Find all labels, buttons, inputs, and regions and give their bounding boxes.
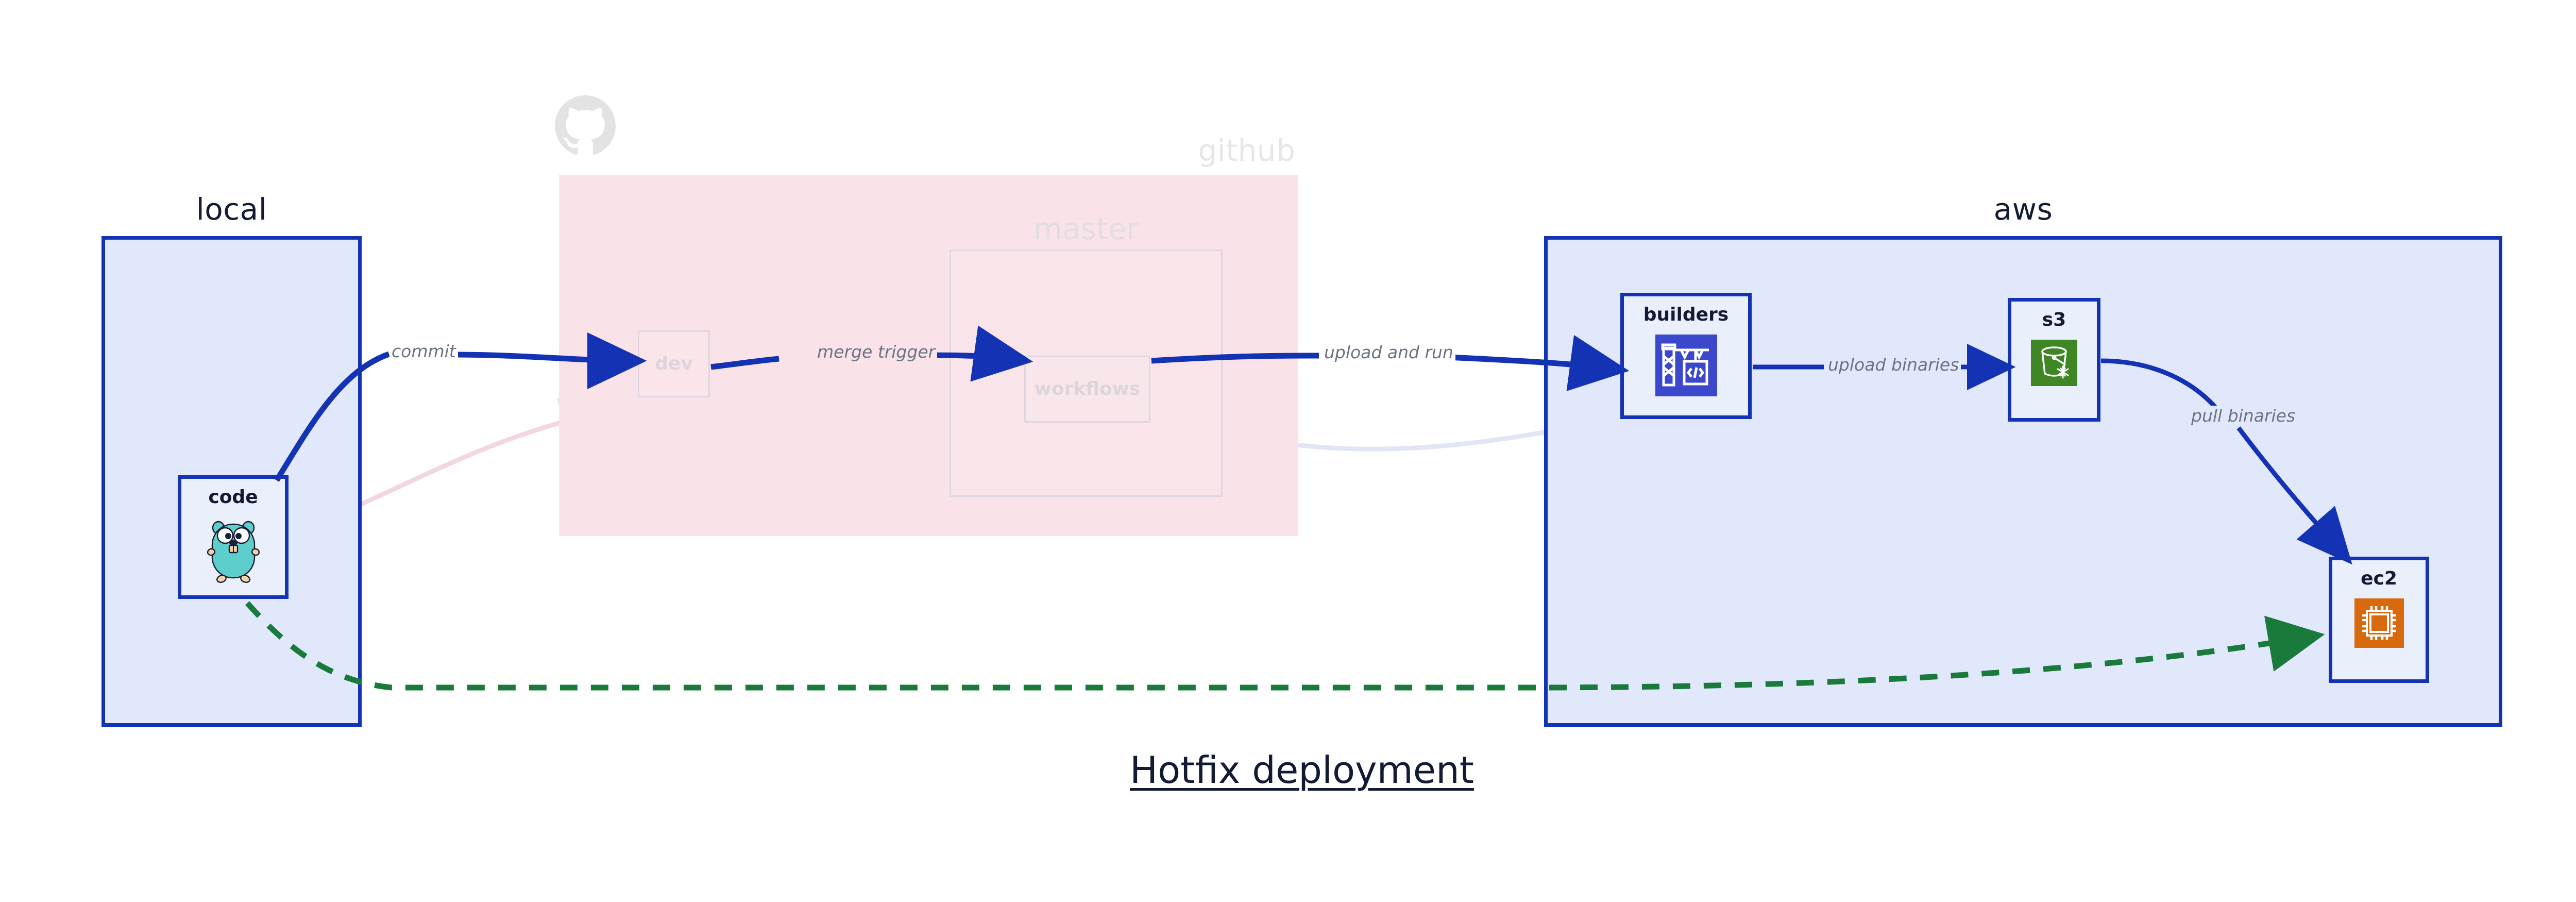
subcluster-master-title: master [1033, 211, 1139, 246]
edge-pull-binaries-tail [2236, 426, 2352, 565]
node-code-label: code [208, 487, 258, 508]
edge-label-merge-trigger: merge trigger [815, 342, 938, 362]
node-dev[interactable]: dev [638, 330, 710, 397]
edge-commit-tail [451, 332, 647, 389]
cluster-github-title: github [1198, 133, 1296, 168]
node-workflows-label: workflows [1034, 378, 1141, 399]
node-ec2-label: ec2 [2361, 568, 2397, 589]
aws-codebuild-icon [1655, 335, 1717, 396]
node-builders[interactable]: builders [1620, 293, 1752, 419]
edge-upload-and-run [1151, 353, 1319, 364]
node-s3-label: s3 [2042, 309, 2066, 330]
edge-label-upload-and-run: upload and run [1322, 342, 1455, 362]
cluster-local-title: local [196, 192, 267, 227]
aws-s3-glacier-icon [2031, 340, 2077, 386]
node-s3[interactable]: s3 [2008, 298, 2100, 422]
node-code[interactable]: code [178, 475, 289, 599]
node-ec2[interactable]: ec2 [2329, 557, 2429, 683]
edge-label-pull-binaries: pull binaries [2189, 406, 2298, 426]
go-gopher-icon [207, 521, 260, 583]
edge-upload-and-run-tail [1437, 335, 1630, 391]
node-builders-label: builders [1643, 304, 1729, 325]
edge-commit [274, 351, 390, 482]
edge-label-upload-binaries: upload binaries [1826, 355, 1961, 375]
edge-label-commit: commit [389, 341, 458, 361]
edge-pull-binaries [2100, 358, 2217, 409]
github-octocat-icon [555, 95, 616, 155]
cluster-aws-title: aws [1993, 192, 2053, 227]
node-workflows[interactable]: workflows [1024, 356, 1150, 423]
edge-merge-trigger [710, 356, 779, 370]
aws-ec2-icon [2354, 598, 2404, 648]
diagram-title: Hotfix deployment [1130, 748, 1474, 792]
edge-hotfix-dashed [245, 601, 2325, 691]
node-dev-label: dev [655, 353, 693, 374]
